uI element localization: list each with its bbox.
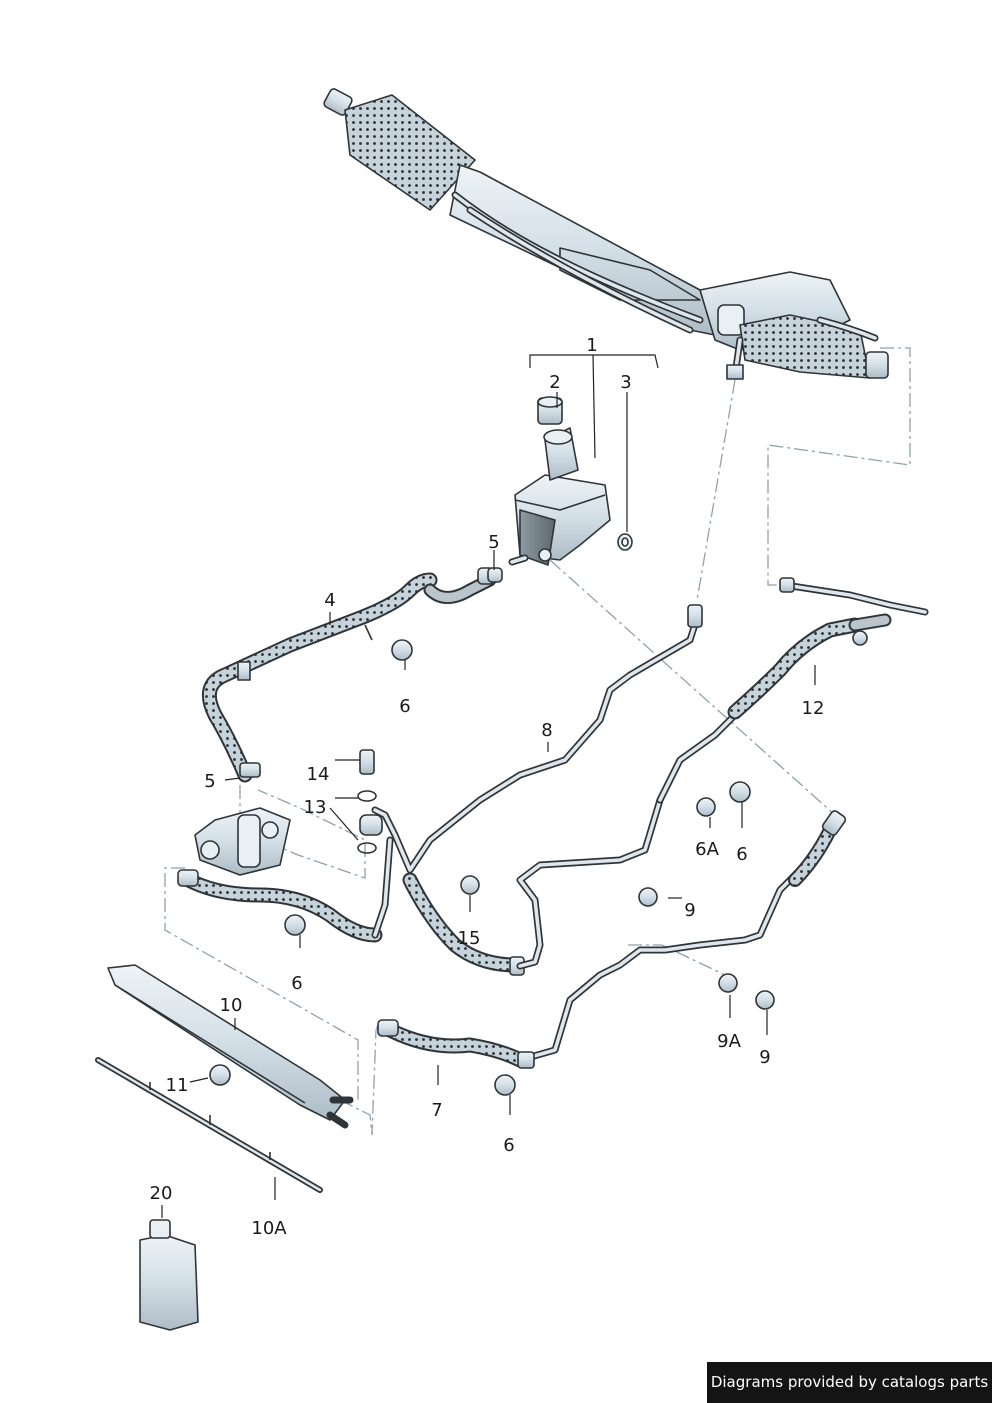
callout-20: 20 [149, 1183, 173, 1204]
suction-hose [201, 567, 497, 783]
callout-13: 13 [303, 797, 327, 818]
callout-3: 3 [620, 372, 632, 393]
callout-6-hose4: 6 [399, 696, 411, 717]
pressure-hose [359, 604, 739, 976]
cooler-feed-hose [177, 836, 394, 943]
callout-11: 11 [165, 1075, 189, 1096]
leader-lines [161, 354, 816, 1218]
callout-2: 2 [549, 372, 561, 393]
callout-9-upper: 9 [684, 900, 696, 921]
power-steering-pump [194, 807, 291, 876]
cooler-return-hose [377, 1019, 535, 1069]
callout-6A: 6A [695, 839, 719, 860]
fasteners [209, 567, 775, 1096]
assembly-dash-lines [164, 347, 911, 1136]
callout-5-pump: 5 [204, 771, 216, 792]
callout-8: 8 [541, 720, 553, 741]
callout-5-top: 5 [488, 532, 500, 553]
callout-6-hose7: 6 [503, 1135, 515, 1156]
fluid-bottle [139, 1219, 199, 1331]
callout-14: 14 [306, 764, 330, 785]
callout-6-right: 6 [736, 844, 748, 865]
cooler-bracket [95, 1057, 323, 1193]
fluid-reservoir [508, 396, 633, 566]
callout-4: 4 [324, 590, 336, 611]
fluid-cooler [107, 964, 354, 1129]
steering-rack [323, 88, 889, 380]
credit-banner: Diagrams provided by catalogs parts [707, 1362, 992, 1403]
callout-9A: 9A [717, 1031, 741, 1052]
callout-10: 10 [219, 995, 243, 1016]
callout-10A: 10A [251, 1218, 287, 1239]
return-hose [516, 577, 929, 1064]
callout-7: 7 [431, 1100, 443, 1121]
callout-1: 1 [586, 335, 598, 356]
callout-12: 12 [801, 698, 825, 719]
callout-9-lower: 9 [759, 1047, 771, 1068]
callout-6-feed: 6 [291, 973, 303, 994]
callout-15: 15 [457, 928, 481, 949]
